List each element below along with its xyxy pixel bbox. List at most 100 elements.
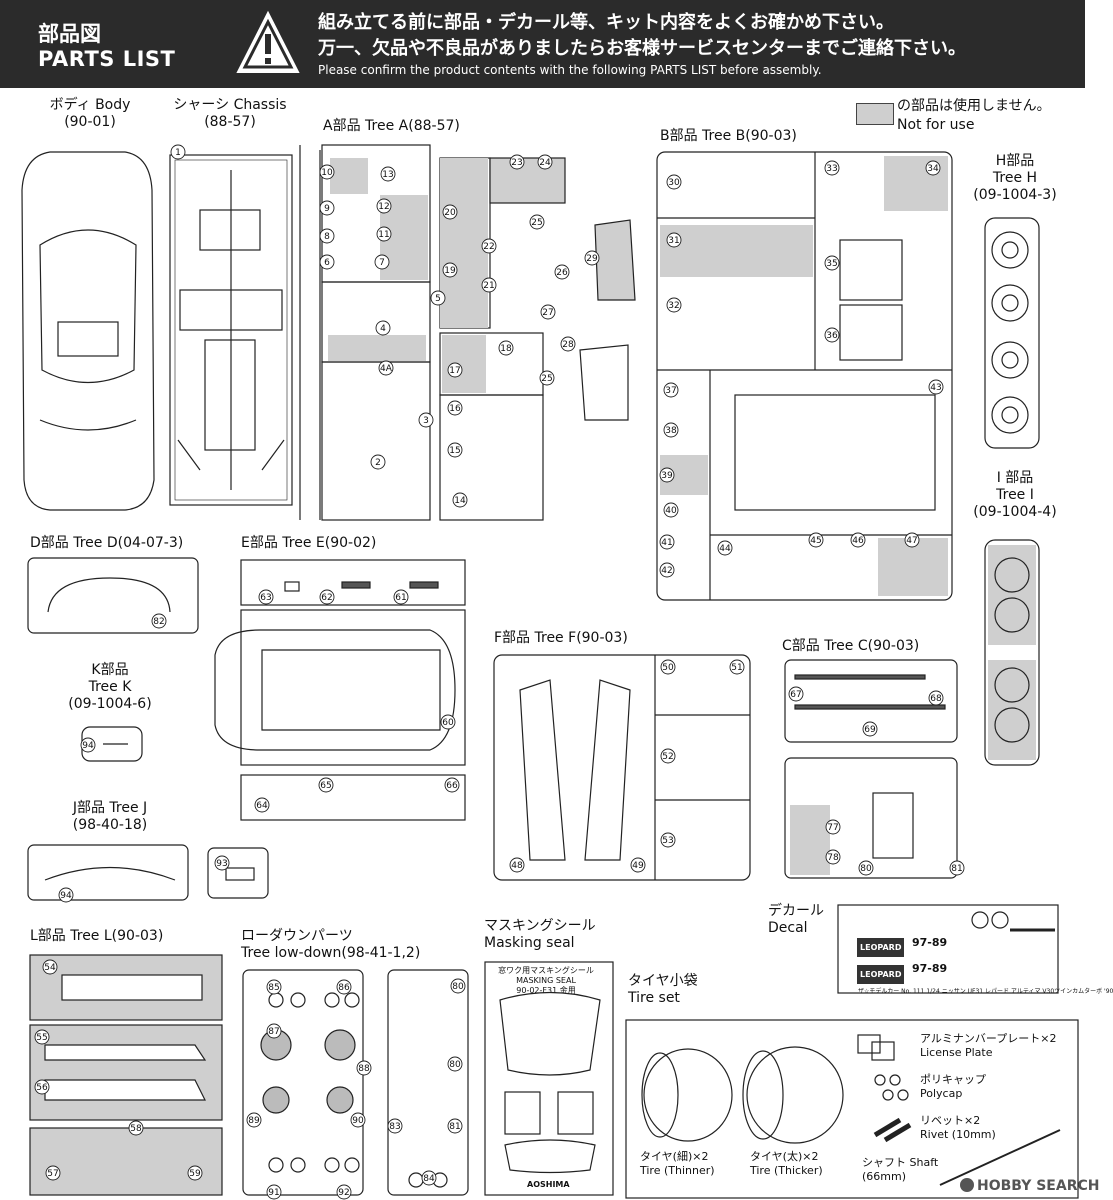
- part-number-57: 57: [47, 1169, 58, 1179]
- part-number-37: 37: [665, 386, 676, 396]
- part-number-circle: [666, 297, 682, 313]
- part-number-1: 1: [175, 148, 181, 158]
- part-number-circle: [319, 200, 335, 216]
- part-number-20: 20: [444, 208, 456, 218]
- parts-diagram: 12344A5678910111213141516171819202122232…: [21, 144, 1079, 1200]
- tire-set-frame: [625, 1019, 1079, 1199]
- decal-brand-1: LEOPARD: [857, 938, 905, 957]
- label-tree-d: D部品 Tree D(04-07-3): [30, 535, 184, 551]
- part-number-89: 89: [248, 1116, 260, 1126]
- part-number-circle: [42, 959, 58, 975]
- label-tree-l: L部品 Tree L(90-03): [30, 928, 164, 944]
- part-number-circle: [858, 860, 874, 876]
- masking-seal-sheet: [484, 961, 614, 1196]
- tree-h-frame: [984, 217, 1040, 449]
- decal-plate-2: 97-89: [912, 962, 948, 975]
- part-number-27: 27: [542, 308, 553, 318]
- part-number-83: 83: [389, 1122, 400, 1132]
- part-number-62: 62: [321, 593, 332, 603]
- tree-b-frame: [656, 151, 953, 601]
- part-number-circle: [825, 849, 841, 865]
- part-number-65: 65: [320, 781, 331, 791]
- part-number-circle: [370, 454, 386, 470]
- page-title: 部品図: [38, 22, 101, 46]
- part-number-80: 80: [860, 864, 872, 874]
- part-number-circle: [319, 254, 335, 270]
- warning-line-3: Please confirm the product contents with…: [318, 63, 822, 77]
- part-number-87: 87: [268, 1027, 279, 1037]
- part-number-7: 7: [379, 258, 385, 268]
- part-number-16: 16: [449, 404, 461, 414]
- watermark: HOBBY SEARCH: [960, 1178, 1099, 1195]
- part-number-circle: [376, 198, 392, 214]
- part-number-82: 82: [153, 617, 164, 627]
- part-number-41: 41: [661, 538, 672, 548]
- legend-en: Not for use: [897, 117, 975, 133]
- part-number-circle: [659, 467, 675, 483]
- decal-plate-1: 97-89: [912, 936, 948, 949]
- part-number-19: 19: [444, 266, 456, 276]
- part-number-circle: [447, 442, 463, 458]
- part-number-circle: [318, 777, 334, 793]
- part-number-circle: [34, 1029, 50, 1045]
- part-number-59: 59: [189, 1169, 201, 1179]
- part-number-18: 18: [500, 344, 512, 354]
- part-number-94: 94: [82, 741, 94, 751]
- part-number-81: 81: [449, 1122, 460, 1132]
- part-number-circle: [442, 204, 458, 220]
- part-number-circle: [266, 979, 282, 995]
- part-number-66: 66: [446, 781, 458, 791]
- part-number-39: 39: [661, 471, 673, 481]
- tree-lowdown-frame: [242, 969, 469, 1196]
- part-number-circle: [45, 1165, 61, 1181]
- part-number-circle: [660, 748, 676, 764]
- part-number-circle: [928, 690, 944, 706]
- label-body: ボディ Body(90-01): [49, 97, 131, 130]
- part-number-circle: [850, 532, 866, 548]
- part-number-47: 47: [906, 536, 917, 546]
- part-number-circle: [319, 164, 335, 180]
- part-number-58: 58: [130, 1124, 142, 1134]
- part-number-69: 69: [864, 725, 876, 735]
- part-number-24: 24: [539, 158, 551, 168]
- part-number-circle: [378, 360, 394, 376]
- part-number-circle: [537, 154, 553, 170]
- part-number-circle: [128, 1120, 144, 1136]
- part-number-78: 78: [827, 853, 839, 863]
- part-number-50: 50: [662, 663, 674, 673]
- part-number-circle: [374, 254, 390, 270]
- part-number-circle: [928, 379, 944, 395]
- part-number-circle: [825, 819, 841, 835]
- part-number-circle: [529, 214, 545, 230]
- part-number-86: 86: [338, 983, 350, 993]
- part-number-6: 6: [324, 258, 330, 268]
- part-number-circle: [452, 492, 468, 508]
- part-number-circle: [170, 144, 186, 160]
- part-number-circle: [824, 160, 840, 176]
- part-number-5: 5: [435, 294, 441, 304]
- part-number-circle: [560, 336, 576, 352]
- label-tree-b: B部品 Tree B(90-03): [660, 128, 797, 144]
- part-number-circle: [34, 1079, 50, 1095]
- part-number-circle: [319, 228, 335, 244]
- part-number-81: 81: [951, 864, 962, 874]
- part-number-circle: [539, 370, 555, 386]
- part-number-30: 30: [668, 178, 680, 188]
- part-number-circle: [350, 1112, 366, 1128]
- part-number-40: 40: [665, 506, 677, 516]
- part-number-64: 64: [256, 801, 268, 811]
- warning-triangle-icon: [236, 10, 300, 73]
- part-number-21: 21: [483, 281, 494, 291]
- part-number-circle: [904, 532, 920, 548]
- part-number-3: 3: [423, 416, 429, 426]
- part-number-92: 92: [338, 1188, 349, 1198]
- part-number-circle: [660, 659, 676, 675]
- part-number-85: 85: [268, 983, 279, 993]
- part-number-52: 52: [662, 752, 673, 762]
- part-number-46: 46: [852, 536, 864, 546]
- part-number-circle: [584, 250, 600, 266]
